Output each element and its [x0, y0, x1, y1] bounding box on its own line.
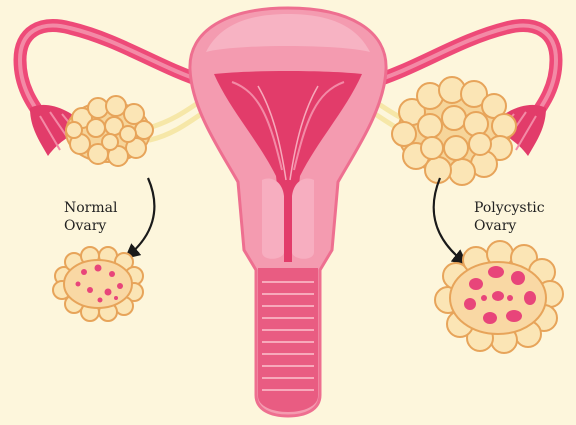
- uterus: [190, 8, 386, 416]
- curved-arrow-icon: [434, 178, 464, 262]
- normal-ovary-label-line1: Normal: [64, 199, 117, 217]
- polycystic-ovary-cross-section: [435, 241, 563, 353]
- normal-ovary-cross-section: [53, 247, 143, 321]
- polycystic-ovary-label-line2: Ovary: [474, 217, 545, 235]
- polycystic-ovary-label: Polycystic Ovary: [474, 199, 545, 235]
- curved-arrow-icon: [128, 178, 154, 256]
- polycystic-ovary-label-line1: Polycystic: [474, 199, 545, 217]
- normal-ovary-label: Normal Ovary: [64, 199, 117, 235]
- right-ovary: [392, 77, 516, 185]
- normal-ovary-label-line2: Ovary: [64, 217, 117, 235]
- left-ovary: [66, 96, 153, 166]
